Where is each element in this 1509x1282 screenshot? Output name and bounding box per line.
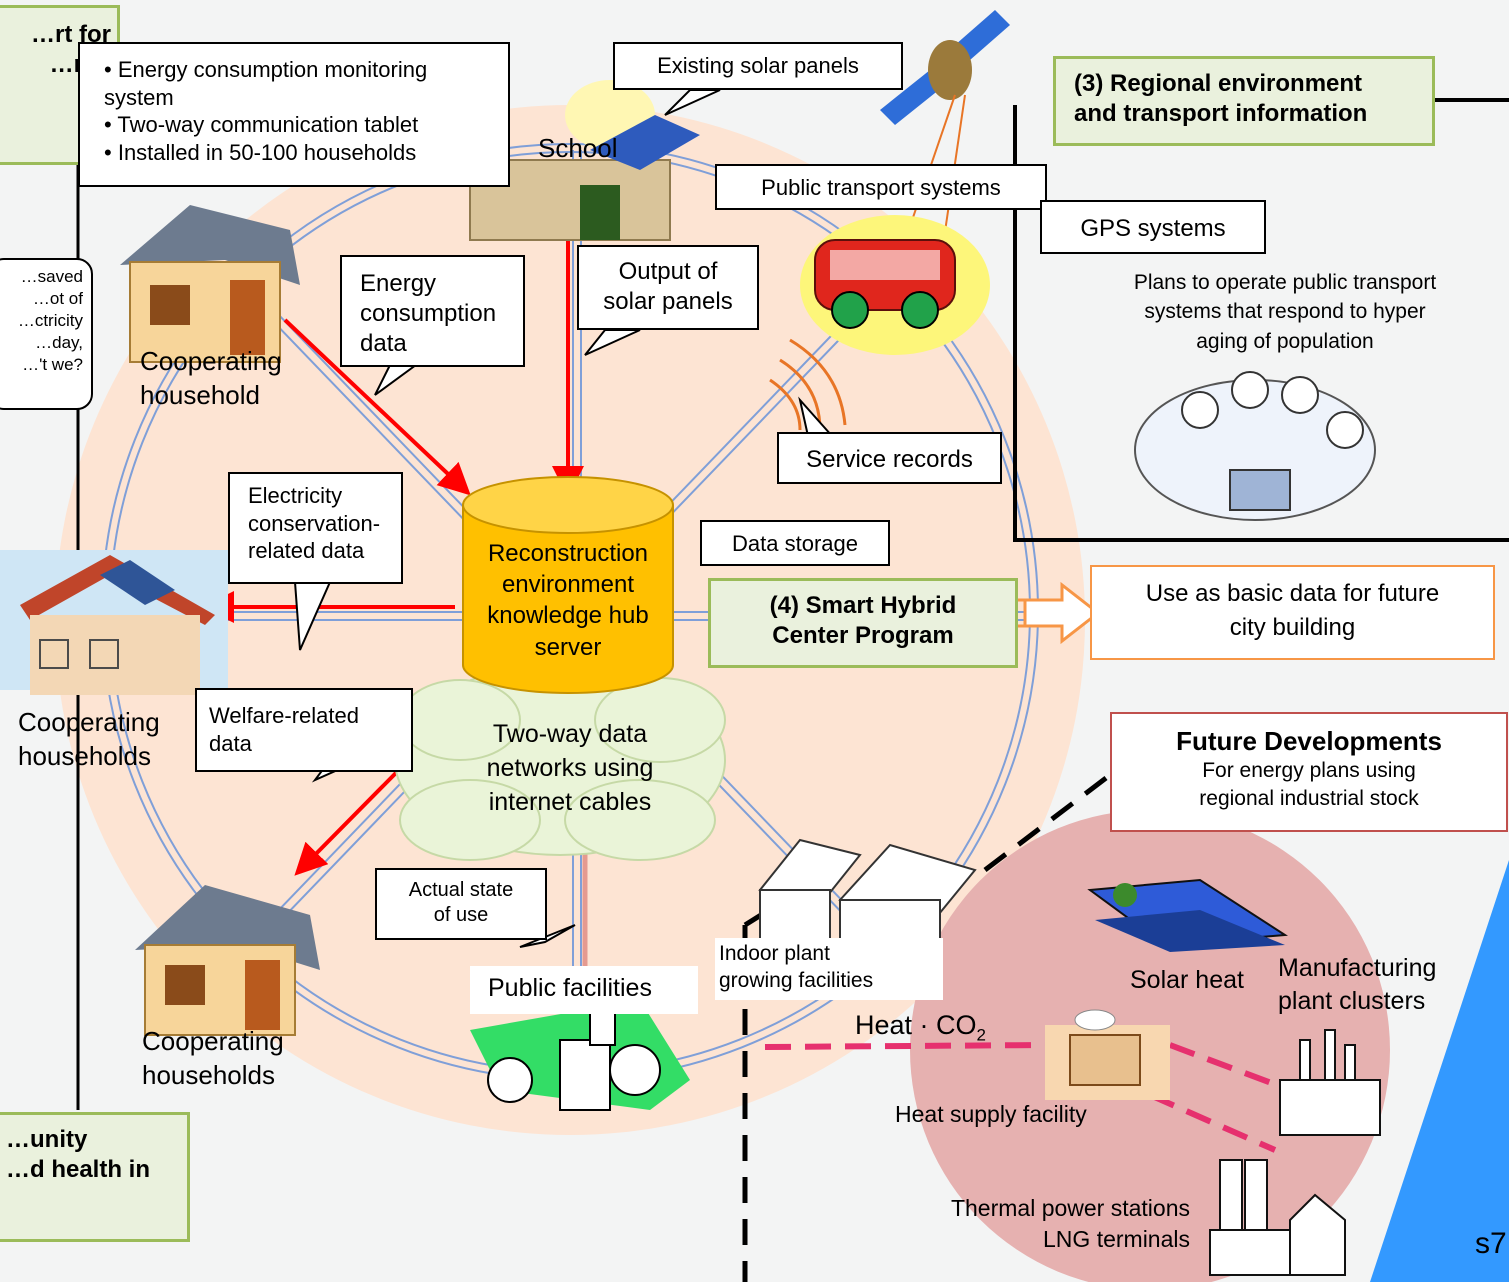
plans-text: Plans to operate public transport system… [1133, 271, 1437, 353]
public-facility-icon [470, 1000, 690, 1111]
solar-array-icon [1087, 878, 1289, 952]
future-developments-box: Future Developments For energy plans usi… [1110, 712, 1508, 832]
public-facilities-label: Public facilities [470, 966, 698, 1014]
gps-callout: GPS systems [1040, 200, 1266, 254]
heat-co2-text: Heat · CO [855, 1010, 977, 1040]
house-icon-bottom [135, 885, 320, 1036]
hub-cylinder [462, 476, 674, 694]
public-transport-callout: Public transport systems [715, 164, 1047, 210]
left-speech-bubble: …saved …ot of …ctricity …day, …'t we? [0, 258, 93, 410]
future-developments-title: Future Developments [1176, 726, 1442, 756]
thermal-plant-icon [1209, 1159, 1346, 1276]
monitoring-item: • Installed in 50-100 households [104, 139, 417, 165]
actual-state-callout: Actual state of use [375, 868, 547, 940]
heat-co2-label: Heat · CO2 [855, 1008, 986, 1046]
heat-supply-label: Heat supply facility [895, 1101, 1087, 1127]
future-arrow [1023, 581, 1101, 645]
data-storage-callout: Data storage [700, 520, 890, 566]
indoor-plant-label: Indoor plant growing facilities [715, 938, 943, 1000]
service-records-callout: Service records [777, 432, 1002, 484]
energy-consumption-callout: Energy consumption data [340, 255, 525, 367]
factory-cluster-icon [1279, 1029, 1381, 1136]
thermal-label: Thermal power stations LNG terminals [950, 1195, 1190, 1253]
manufacturing-label: Manufacturing plant clusters [1278, 954, 1437, 1015]
meeting-people-icon [1134, 371, 1376, 521]
slide-id: s7 [1475, 1227, 1507, 1260]
cooperating-households-left-label: Cooperating households [18, 707, 160, 771]
cooperating-households-bottom-label: Cooperating households [142, 1026, 284, 1090]
monitoring-system-box: • Energy consumption monitoring system •… [78, 42, 510, 187]
hub-server-label: Reconstruction environment knowledge hub… [487, 540, 649, 661]
future-developments-text: For energy plans using regional industri… [1199, 759, 1419, 811]
regional-info-box: (3) Regional environment and transport i… [1053, 56, 1435, 146]
future-use-box: Use as basic data for future city buildi… [1090, 565, 1495, 660]
output-solar-callout: Output of solar panels [577, 245, 759, 330]
existing-solar-callout: Existing solar panels [613, 42, 903, 90]
left-bottom-title-box: …unity …d health in [0, 1112, 190, 1242]
school-label: School [538, 133, 618, 163]
cloud-shape [394, 664, 726, 861]
network-text: Two-way data networks using internet cab… [486, 720, 654, 816]
heat-co2-subscript: 2 [976, 1025, 986, 1045]
monitoring-item: • Energy consumption monitoring system [104, 57, 428, 110]
bus-icon [800, 215, 990, 355]
cooperating-household-top-label: Cooperating household [140, 346, 282, 410]
smart-hybrid-box: (4) Smart Hybrid Center Program [708, 578, 1018, 668]
welfare-callout: Welfare-related data [195, 688, 413, 772]
heat-links [764, 1042, 1292, 1153]
electricity-data-callout: Electricity conservation- related data [228, 472, 403, 584]
heat-supply-icon [1045, 1009, 1170, 1100]
blue-corner-shape [1370, 860, 1509, 1282]
solar-heat-label: Solar heat [1130, 966, 1244, 994]
solar-house-icon [0, 550, 228, 695]
monitoring-item: • Two-way communication tablet [104, 112, 419, 137]
house-icon-top [120, 205, 300, 363]
